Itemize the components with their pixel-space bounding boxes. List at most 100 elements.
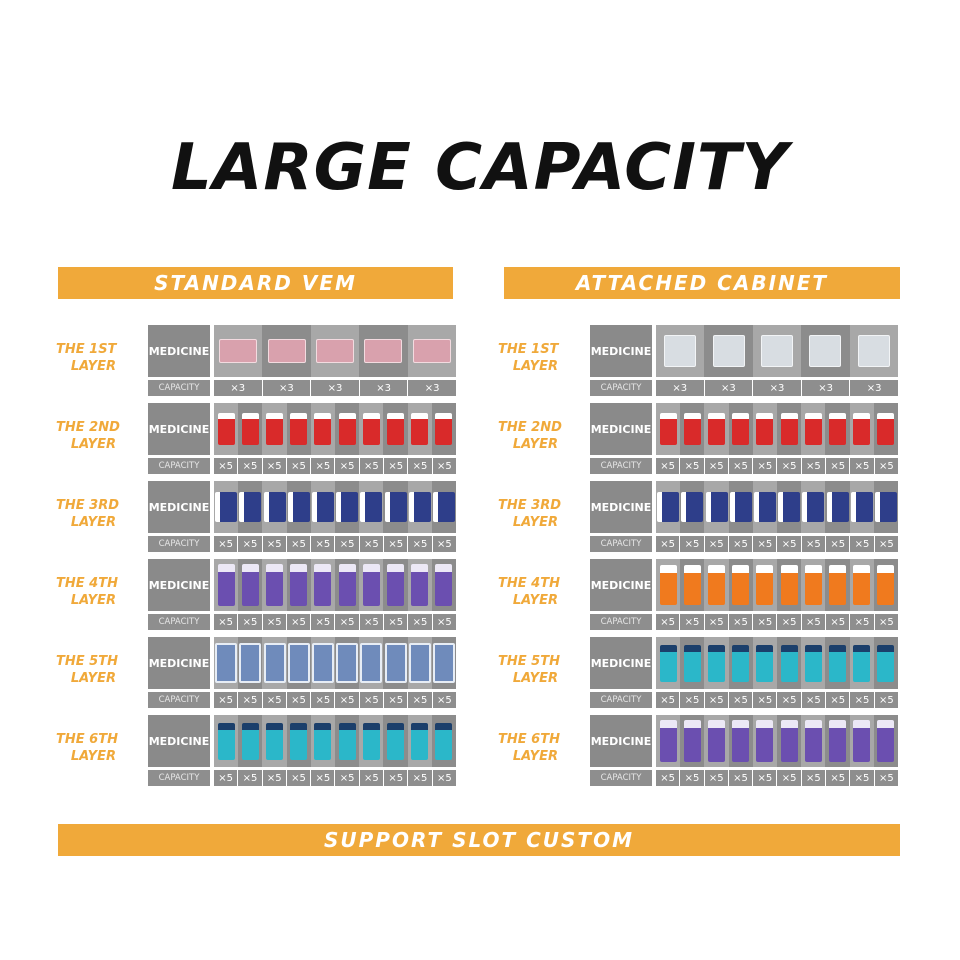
capacity-value: ×5	[359, 614, 384, 630]
capacity-value: ×5	[656, 536, 680, 552]
slot	[801, 325, 850, 377]
layer-label-top: THE 2ND	[498, 420, 562, 435]
capacity-value: ×5	[874, 458, 898, 474]
purple-medicine-box-icon	[853, 720, 871, 762]
teal-medicine-box-icon	[780, 644, 798, 682]
slot	[801, 559, 826, 611]
slot	[849, 715, 874, 767]
white-mask-pack-icon	[712, 335, 745, 367]
medicine-label: MEDICINE	[590, 403, 652, 455]
red-medicine-box-icon	[217, 413, 235, 445]
red-medicine-box-icon	[683, 413, 701, 445]
capacity-value: ×5	[214, 536, 238, 552]
capacity-value: ×5	[826, 536, 850, 552]
capacity-value: ×3	[408, 380, 456, 396]
capacity-value: ×3	[753, 380, 801, 396]
slot-tray	[214, 637, 457, 689]
purple-medicine-box-icon	[314, 564, 332, 606]
purple-medicine-box-icon	[241, 564, 259, 606]
capacity-value: ×5	[262, 614, 286, 630]
slot	[214, 637, 239, 689]
bandage-pack-icon	[239, 643, 262, 683]
capacity-value: ×3	[656, 380, 704, 396]
capacity-value: ×5	[777, 692, 801, 708]
slot	[873, 715, 899, 767]
capacity-value: ×5	[335, 692, 359, 708]
capacity-value: ×5	[359, 536, 384, 552]
purple-medicine-box-icon	[387, 564, 405, 606]
capacity-value: ×3	[311, 380, 359, 396]
capacity-value: ×5	[728, 536, 753, 552]
capacity-value: ×5	[704, 692, 728, 708]
capacity-value: ×5	[777, 536, 801, 552]
slot	[214, 481, 239, 533]
purple-medicine-box-icon	[683, 720, 701, 762]
capacity-value: ×5	[850, 614, 874, 630]
teal-medicine-box-icon	[708, 644, 725, 682]
blue-medicine-box-icon	[729, 492, 752, 522]
slot	[214, 325, 263, 377]
slot	[801, 403, 826, 455]
slot	[407, 715, 432, 767]
capacity-label: CAPACITY	[148, 692, 210, 708]
medicine-label: MEDICINE	[590, 481, 652, 533]
slot	[825, 637, 850, 689]
slot	[359, 403, 384, 455]
red-medicine-box-icon	[266, 413, 283, 445]
layer-label-bottom: LAYER	[512, 593, 558, 608]
capacity-value: ×5	[704, 458, 728, 474]
slot	[407, 481, 432, 533]
slot	[656, 637, 681, 689]
attached-cabinet-heading: ATTACHED CABINET	[504, 267, 900, 299]
blue-medicine-box-icon	[826, 492, 849, 522]
capacity-value: ×5	[432, 692, 456, 708]
blue-medicine-box-icon	[360, 492, 383, 522]
medicine-label: MEDICINE	[148, 637, 210, 689]
purple-medicine-box-icon	[804, 720, 822, 762]
capacity-value: ×3	[262, 380, 311, 396]
slot	[680, 637, 705, 689]
capacity-value: ×5	[311, 614, 335, 630]
slot	[310, 325, 360, 377]
bandage-pack-icon	[215, 643, 238, 683]
slot	[310, 637, 336, 689]
slot	[752, 559, 778, 611]
capacity-value: ×5	[728, 614, 753, 630]
medicine-label: MEDICINE	[590, 715, 652, 767]
blue-medicine-box-icon	[287, 492, 310, 522]
orange-medicine-box-icon	[683, 565, 701, 605]
white-mask-pack-icon	[664, 335, 697, 367]
layer-label-bottom: LAYER	[70, 437, 116, 452]
capacity-value: ×3	[850, 380, 898, 396]
capacity-value: ×5	[753, 614, 777, 630]
capacity-value: ×3	[359, 380, 408, 396]
capacity-value: ×5	[238, 770, 262, 786]
layer-label-top: THE 4TH	[498, 576, 560, 591]
slot	[262, 715, 287, 767]
purple-medicine-box-icon	[362, 564, 380, 606]
capacity-value: ×5	[432, 614, 456, 630]
red-medicine-box-icon	[756, 413, 774, 445]
slot	[704, 559, 729, 611]
medicine-label: MEDICINE	[590, 559, 652, 611]
capacity-value: ×5	[311, 536, 335, 552]
white-mask-pack-icon	[809, 335, 842, 367]
blue-medicine-box-icon	[384, 492, 407, 522]
capacity-value: ×5	[704, 770, 728, 786]
purple-medicine-box-icon	[217, 564, 235, 606]
red-medicine-box-icon	[338, 413, 356, 445]
capacity-label: CAPACITY	[590, 692, 652, 708]
standard-vem-heading: STANDARD VEM	[58, 267, 453, 299]
capacity-value: ×5	[311, 692, 335, 708]
purple-medicine-box-icon	[338, 564, 356, 606]
red-medicine-box-icon	[853, 413, 871, 445]
teal-medicine-box-icon	[683, 644, 701, 682]
slot	[359, 325, 408, 377]
capacity-value: ×5	[801, 458, 826, 474]
slot	[656, 559, 681, 611]
medicine-label: MEDICINE	[148, 559, 210, 611]
capacity-value: ×5	[408, 458, 432, 474]
